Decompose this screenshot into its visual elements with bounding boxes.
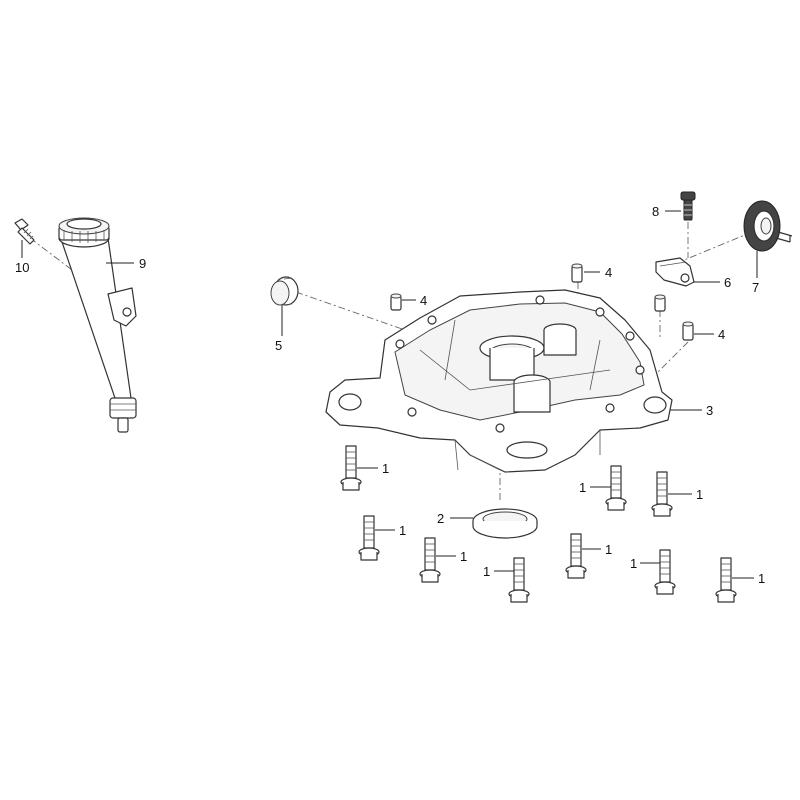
callout-1-a: 1 <box>382 461 389 476</box>
bolt-1-i <box>715 557 737 603</box>
callout-3: 3 <box>706 403 713 418</box>
callout-1-d: 1 <box>483 564 490 579</box>
bracket-6 <box>655 257 695 287</box>
callout-1-i: 1 <box>758 571 765 586</box>
bolt-1-f <box>605 465 627 511</box>
callout-9: 9 <box>139 256 146 271</box>
crankcase-cover-3 <box>325 289 673 473</box>
callout-1-g: 1 <box>696 487 703 502</box>
dowel-pin-4-d <box>682 321 694 341</box>
plug-5 <box>270 276 299 306</box>
callout-1-e: 1 <box>605 542 612 557</box>
bolt-1-h <box>654 549 676 595</box>
oil-seal-2 <box>472 508 538 539</box>
dowel-pin-4-c <box>654 294 666 312</box>
callout-5: 5 <box>275 338 282 353</box>
callout-1-h: 1 <box>630 556 637 571</box>
bolt-1-b <box>358 515 380 561</box>
callout-7: 7 <box>752 280 759 295</box>
dipstick-tube-9 <box>58 217 137 433</box>
callout-6: 6 <box>724 275 731 290</box>
bolt-1-c <box>419 537 441 583</box>
callout-4-a: 4 <box>420 293 427 308</box>
dowel-pin-4-a <box>390 293 402 311</box>
dowel-pin-4-b <box>571 263 583 283</box>
callout-2: 2 <box>437 511 444 526</box>
bolt-1-g <box>651 471 673 517</box>
bolt-1-a <box>340 445 362 491</box>
callout-8: 8 <box>652 204 659 219</box>
callout-4-c: 4 <box>718 327 725 342</box>
bolt-1-e <box>565 533 587 579</box>
callout-1-f: 1 <box>579 480 586 495</box>
callout-labels: 10 9 5 4 4 4 6 7 8 3 2 1 1 1 1 1 1 1 1 1 <box>15 204 765 586</box>
callout-4-b: 4 <box>605 265 612 280</box>
governor-gear-7 <box>743 200 793 252</box>
callout-10: 10 <box>15 260 29 275</box>
screw-8 <box>680 191 696 221</box>
bolt-1-d <box>508 557 530 603</box>
callout-1-b: 1 <box>399 523 406 538</box>
screw-10 <box>14 218 35 245</box>
leader-lines <box>21 210 758 579</box>
callout-1-c: 1 <box>460 549 467 564</box>
